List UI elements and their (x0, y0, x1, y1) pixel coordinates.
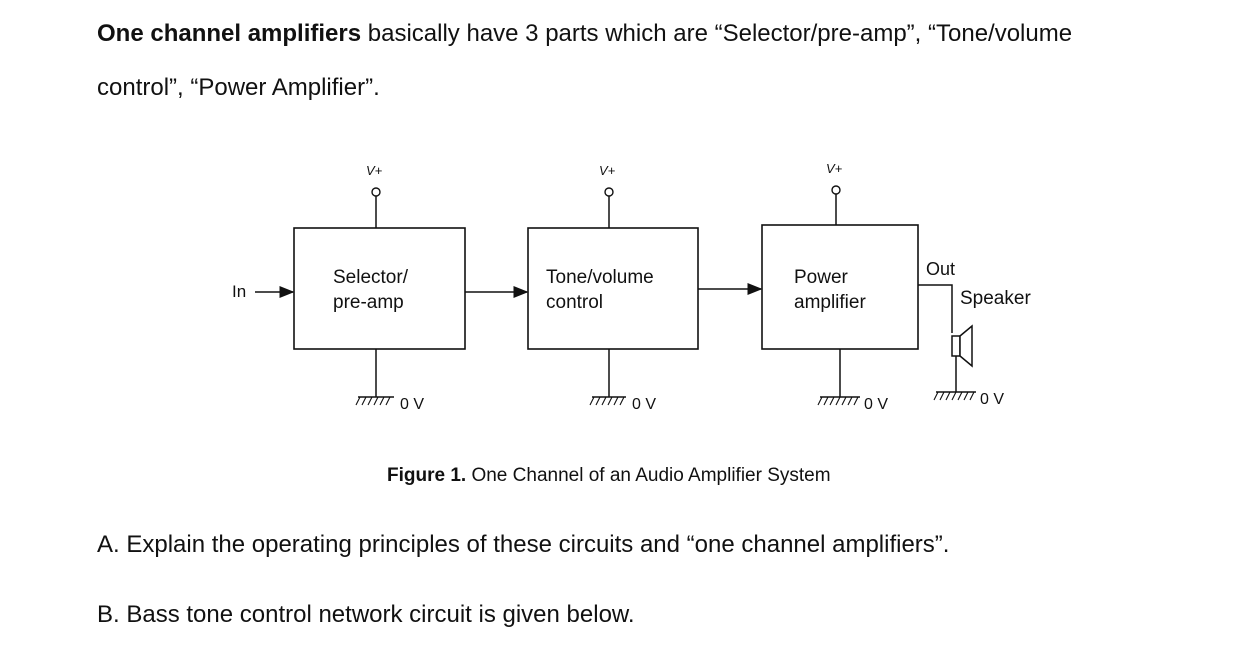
output-wire (918, 284, 953, 333)
block-1-line-1: Selector/ (333, 267, 409, 288)
block-3-line-2: amplifier (794, 292, 866, 313)
intro-line-2: control”, “Power Amplifier”. (97, 74, 380, 101)
supply-label-3: V+ (826, 161, 843, 176)
question-b: B. Bass tone control network circuit is … (97, 601, 635, 628)
supply-terminal-1: V+ (366, 163, 383, 228)
block-2-line-1: Tone/volume (546, 267, 654, 288)
ground-label-4: 0 V (980, 391, 1004, 408)
speaker-label: Speaker (960, 288, 1031, 309)
caption-bold: Figure 1. (387, 465, 467, 486)
caption-rest: One Channel of an Audio Amplifier System (466, 465, 831, 486)
supply-label-1: V+ (366, 163, 383, 178)
input-label: In (232, 282, 246, 301)
figure-caption: Figure 1. One Channel of an Audio Amplif… (387, 465, 831, 487)
ground-symbol-4: 0 V (933, 356, 1004, 408)
intro-rest: basically have 3 parts which are “Select… (361, 20, 1073, 47)
block-2-line-2: control (546, 292, 603, 313)
tone-volume-block: Tone/volume control (527, 227, 699, 350)
supply-label-2: V+ (599, 163, 616, 178)
supply-terminal-3: V+ (826, 161, 843, 225)
ground-label-1: 0 V (400, 396, 424, 413)
out-label: Out (926, 259, 955, 279)
ground-label-3: 0 V (864, 396, 888, 413)
supply-terminal-2: V+ (599, 163, 616, 228)
block-3-line-1: Power (794, 267, 849, 288)
speaker-icon (951, 324, 973, 368)
block-1-line-2: pre-amp (333, 292, 404, 313)
power-amplifier-block: Power amplifier (761, 224, 919, 350)
question-a: A. Explain the operating principles of t… (97, 531, 950, 558)
ground-symbol-1: 0 V (355, 349, 424, 413)
ground-symbol-2: 0 V (589, 349, 656, 413)
selector-preamp-block: Selector/ pre-amp (293, 227, 466, 350)
ground-label-2: 0 V (632, 396, 656, 413)
ground-symbol-3: 0 V (817, 349, 888, 413)
intro-bold: One channel amplifiers (97, 20, 362, 47)
intro-line-1: One channel amplifiers basically have 3 … (97, 22, 1072, 46)
